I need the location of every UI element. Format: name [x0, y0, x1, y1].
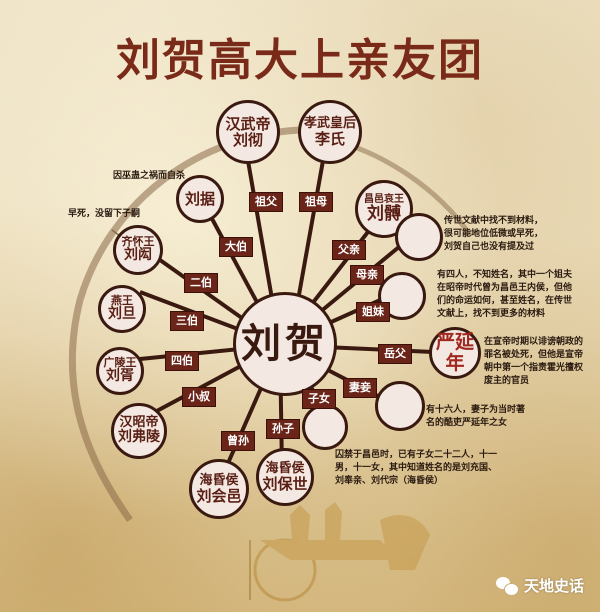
- relation-tag-children: 子女: [302, 389, 336, 409]
- note-second-uncle: 早死，没留下子嗣: [68, 209, 141, 219]
- center-node-liu-he: 刘贺: [233, 292, 337, 396]
- note-line: 朝中第一个指责霍光擅权: [484, 363, 584, 373]
- watermark: 天地史话: [496, 575, 584, 596]
- node-title: 广陵王: [103, 356, 137, 370]
- node-name: 李氏: [314, 129, 345, 148]
- note-line: 有四人，不知姓名，其中一个姐夫: [437, 270, 573, 280]
- center-name: 刘贺: [241, 320, 329, 367]
- node-great-grandson: 海昏侯 刘会邑: [189, 459, 249, 519]
- wechat-icon: [496, 576, 519, 596]
- node-youngest-uncle: 汉昭帝 刘弗陵: [111, 403, 167, 459]
- node-grandfather: 汉武帝 刘彻: [216, 100, 280, 164]
- node-name: 刘髆: [367, 204, 401, 225]
- relation-tag-second-uncle: 二伯: [184, 273, 218, 293]
- note-line: 囚禁于昌邑时，已有子女二十二人，十一: [335, 450, 498, 460]
- note-line: 男，十一女，其中知道姓名的是刘充国、: [335, 463, 498, 473]
- node-fourth-uncle: 广陵王 刘胥: [96, 347, 144, 395]
- node-title: 汉昭帝: [119, 415, 159, 431]
- node-children-unknown: [302, 404, 348, 450]
- node-title: 汉武帝: [225, 114, 271, 133]
- node-name: 刘彻: [232, 131, 263, 149]
- node-name: 刘闳: [124, 247, 152, 264]
- node-name: 刘保世: [262, 474, 308, 493]
- chariot-illustration: [249, 502, 430, 602]
- relation-tag-father: 父亲: [332, 240, 366, 260]
- note-line: 传世文献中找不到材料，: [444, 216, 544, 226]
- note-line: 有十六人，妻子为当时著: [426, 405, 526, 415]
- note-line: 刘贺自己也没有提及过: [444, 242, 535, 252]
- node-title: 海昏侯: [265, 460, 305, 476]
- node-name: 刘会邑: [196, 486, 242, 505]
- node-grandmother: 孝武皇后 李氏: [298, 100, 362, 164]
- relation-tag-grandfather: 祖父: [249, 192, 283, 212]
- note-line: 废主的官员: [484, 376, 530, 386]
- note-mother: 传世文献中找不到材料， 很可能地位低微或早死， 刘贺自己也没有提及过: [444, 215, 543, 254]
- node-second-uncle: 齐怀王 刘闳: [113, 225, 163, 275]
- note-line: 们的命运如何，甚至姓名，在传世: [437, 296, 573, 306]
- node-title: 孝武皇后: [303, 115, 356, 131]
- note-eldest-uncle: 因巫蛊之祸而自杀: [113, 171, 186, 181]
- note-wives: 有十六人，妻子为当时著 名的酷吏严延年之女: [426, 404, 525, 430]
- note-line: 很可能地位低微或早死，: [444, 229, 544, 239]
- watermark-text: 天地史话: [524, 577, 585, 595]
- relation-tag-mother: 母亲: [350, 265, 384, 285]
- relation-tag-sisters: 姐妹: [356, 302, 390, 322]
- node-name: 严延年: [435, 331, 474, 374]
- relation-tag-father-in-law: 岳父: [378, 344, 412, 364]
- node-title: 昌邑哀王: [364, 194, 404, 206]
- node-grandson: 海昏侯 刘保世: [256, 448, 314, 506]
- relation-tag-eldest-uncle: 大伯: [219, 237, 253, 257]
- relation-tag-great-grandson: 曾孙: [221, 431, 255, 451]
- note-line: 在宣帝时期以诽谤朝政的: [484, 337, 584, 347]
- note-sisters: 有四人，不知姓名，其中一个姐夫 在昭帝时代曾为昌邑王内侯，但他 们的命运如何，甚…: [437, 269, 572, 321]
- note-children: 囚禁于昌邑时，已有子女二十二人，十一 男，十一女，其中知道姓名的是刘充国、 刘奉…: [335, 449, 497, 488]
- relation-tag-fourth-uncle: 四伯: [165, 351, 199, 371]
- node-eldest-uncle: 刘据: [176, 175, 224, 223]
- node-mother-unknown: [395, 213, 443, 261]
- node-name: 刘旦: [108, 306, 136, 323]
- note-line: 名的酷吏严延年之女: [426, 418, 508, 428]
- node-name: 刘胥: [106, 368, 134, 385]
- relation-tag-grandson: 孙子: [266, 419, 300, 439]
- note-father-in-law: 在宣帝时期以诽谤朝政的 罪名被处死，但他是宣帝 朝中第一个指责霍光擅权 废主的官…: [484, 336, 583, 388]
- note-line: 罪名被处死，但他是宣帝: [484, 350, 584, 360]
- node-name: 刘据: [184, 189, 215, 208]
- relation-tag-third-uncle: 三伯: [170, 311, 204, 331]
- relation-tag-youngest-uncle: 小叔: [182, 387, 216, 407]
- node-father-in-law: 严延年: [429, 327, 481, 379]
- node-title: 燕王: [111, 294, 133, 308]
- page-title: 刘贺高大上亲友团: [116, 35, 484, 86]
- node-name: 刘弗陵: [118, 429, 160, 446]
- node-third-uncle: 燕王 刘旦: [98, 285, 146, 333]
- node-title: 齐怀王: [121, 235, 155, 249]
- relation-tag-wives: 妻妾: [343, 378, 377, 398]
- note-line: 在昭帝时代曾为昌邑王内侯，但他: [437, 283, 573, 293]
- note-line: 文献上，找不到更多的材料: [437, 309, 546, 319]
- node-wives-unknown: [375, 381, 425, 431]
- node-title: 海昏侯: [199, 472, 239, 488]
- relation-tag-grandmother: 祖母: [299, 192, 333, 212]
- note-line: 刘奉亲、刘代宗（海昏侯）: [335, 476, 444, 486]
